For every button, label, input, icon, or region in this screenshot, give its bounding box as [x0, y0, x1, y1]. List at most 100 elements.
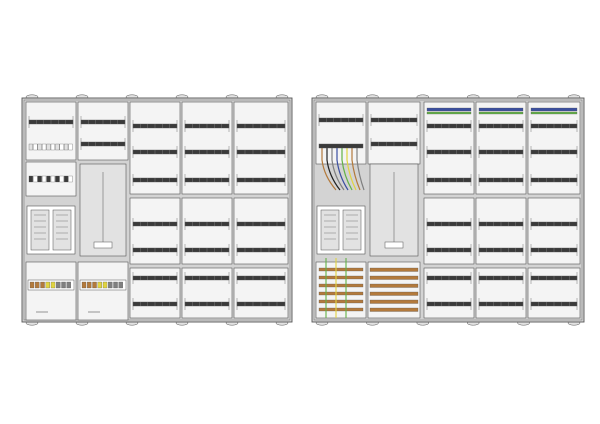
breaker-unit [61, 281, 66, 289]
din-rail-row-icon [236, 298, 286, 310]
din-rail-row-icon [426, 146, 472, 158]
breaker-unit [40, 281, 45, 289]
switch-handle [384, 241, 404, 249]
terminal-unit [37, 175, 42, 183]
terminal-row [318, 283, 364, 288]
din-rail-row-icon [530, 146, 578, 158]
module-cell [77, 261, 129, 321]
module-cell [129, 267, 181, 319]
din-rail-row-icon [236, 218, 286, 230]
din-rail-row-icon [132, 174, 178, 186]
terminal-row [318, 307, 364, 312]
fuse-terminal-block-icon [28, 175, 73, 183]
terminal-unit [59, 175, 64, 183]
module-cell [233, 197, 289, 265]
breaker-unit [56, 281, 61, 289]
terminal-unit [42, 175, 47, 183]
din-rail-row-icon [478, 298, 524, 310]
module-cell [77, 101, 129, 161]
terminal-unit [64, 143, 69, 151]
meter-face [320, 209, 340, 251]
terminal-unit [46, 175, 51, 183]
module-cell [527, 197, 581, 265]
terminal-unit [33, 175, 38, 183]
breaker-unit [113, 281, 118, 289]
din-rail-row-icon [426, 218, 472, 230]
din-rail-row-icon [478, 146, 524, 158]
din-rail-row-icon [236, 146, 286, 158]
din-rail-row-icon [28, 116, 74, 128]
din-rail-row-icon [236, 272, 286, 284]
breaker-unit [87, 281, 92, 289]
breaker-unit [97, 281, 102, 289]
wire [341, 146, 353, 191]
din-rail-row-icon [478, 272, 524, 284]
din-rail-row-icon [478, 218, 524, 230]
din-rail-row-icon [132, 120, 178, 132]
din-rail-row-icon [426, 120, 472, 132]
din-rail-row-icon [426, 244, 472, 256]
terminal-row [318, 291, 364, 296]
switch-handle [93, 241, 113, 249]
meter-face [30, 209, 50, 251]
din-rail-row-icon [184, 174, 230, 186]
meter-face [52, 209, 72, 251]
din-rail-row-icon [478, 120, 524, 132]
busbar-bar [369, 283, 419, 288]
circuit-breaker-row-icon [79, 279, 127, 291]
terminal-unit [42, 143, 47, 151]
wiring-harness-icon [321, 146, 365, 191]
din-rail-row-icon [318, 114, 364, 126]
interior-view [311, 94, 585, 326]
busbar-bar [369, 307, 419, 312]
terminal-bar [318, 143, 364, 149]
main-switch-icon [369, 163, 419, 257]
breaker-unit [50, 281, 56, 289]
module-cell [475, 197, 527, 265]
breaker-unit [35, 281, 40, 289]
busbar-bar [369, 267, 419, 272]
din-rail-row-icon [132, 218, 178, 230]
circuit-breaker-row-icon [27, 279, 75, 291]
breaker-unit [92, 281, 97, 289]
din-rail-row-icon [184, 120, 230, 132]
breaker-unit [66, 281, 71, 289]
meter-socket-icon [316, 205, 366, 255]
module-cell [181, 267, 233, 319]
busbar-bar [369, 299, 419, 304]
din-rail-row-icon [184, 298, 230, 310]
fuse-terminal-block-icon [28, 143, 73, 151]
meter-socket-icon [26, 205, 76, 255]
terminal-strip-icon [315, 258, 367, 319]
din-rail-row-icon [236, 174, 286, 186]
wire [321, 146, 337, 191]
busbar-bar [369, 275, 419, 280]
terminal-unit [37, 143, 42, 151]
din-rail-row-icon [530, 272, 578, 284]
wire [346, 146, 357, 191]
wire [336, 146, 349, 191]
module-cell [527, 267, 581, 319]
module-cell [25, 261, 77, 321]
terminal-unit [28, 143, 33, 151]
terminal-unit [55, 143, 60, 151]
breaker-unit [102, 281, 108, 289]
terminal-unit [68, 175, 73, 183]
terminal-unit [59, 143, 64, 151]
din-rail-row-icon [530, 244, 578, 256]
din-rail-row-icon [184, 218, 230, 230]
pe-busbar [478, 111, 524, 115]
din-rail-row-icon [370, 138, 418, 150]
din-rail-row-icon [236, 244, 286, 256]
pe-n-busbar-icon [478, 107, 524, 115]
wire [351, 146, 361, 191]
breaker-unit [108, 281, 113, 289]
din-rail-row-icon [132, 298, 178, 310]
module-cell [233, 267, 289, 319]
terminal-unit [33, 143, 38, 151]
din-rail-row-icon [426, 298, 472, 310]
pe-n-busbar-icon [530, 107, 578, 115]
din-rail-row-icon [478, 174, 524, 186]
pe-busbar [426, 111, 472, 115]
